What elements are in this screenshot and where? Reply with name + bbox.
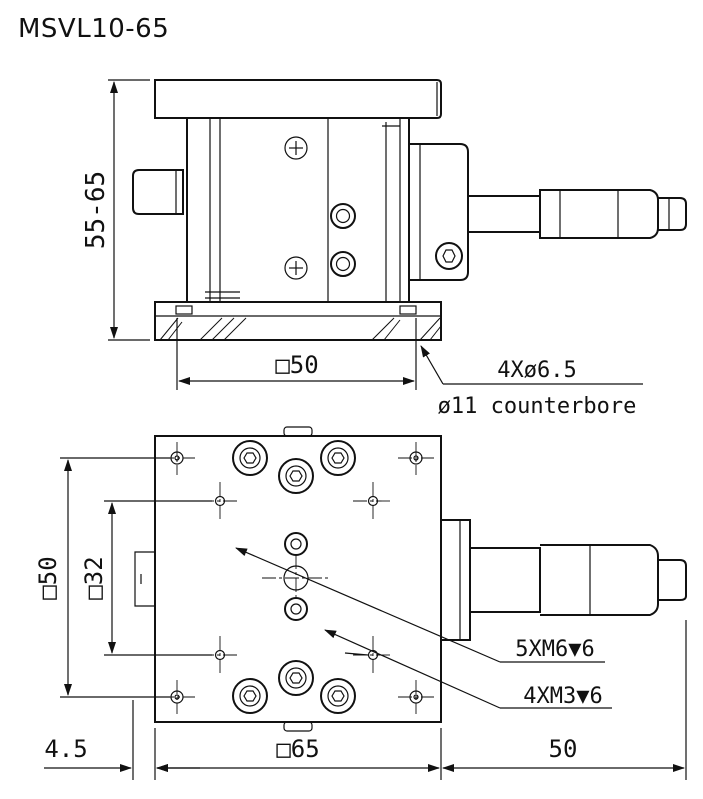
base-square-label: □50 [275, 351, 318, 379]
centre-lines [160, 442, 434, 714]
section-hatch [159, 317, 442, 341]
plate-width-label: □65 [276, 735, 319, 763]
lock-knob [132, 169, 184, 215]
socket-screw-icon [278, 660, 314, 696]
hole-spacing-dimension: □32 [80, 500, 212, 656]
top-view [134, 426, 687, 732]
socket-screw-icon [232, 440, 268, 476]
height-range-label: 55-65 [81, 171, 111, 249]
hole-spec-line-1: 4Xø6.5 [497, 358, 576, 383]
drawing-title: MSVL10-65 [18, 14, 170, 44]
bottom-dimensions: 4.5 □65 50 [44, 620, 687, 780]
screw-icon [284, 256, 308, 280]
micrometer-extension-label: 50 [549, 735, 578, 763]
micrometer-head [409, 143, 687, 281]
plate-square-label: □50 [34, 556, 62, 599]
hole-callout: 4Xø6.5 ø11 counterbore [420, 345, 643, 419]
socket-screw-icon [320, 440, 356, 476]
m3-callout-label: 4XM3▼6 [523, 684, 602, 709]
m6-callout-label: 5XM6▼6 [515, 637, 594, 662]
plate-height-dimension: □50 [34, 457, 170, 698]
socket-screw-icon [232, 678, 268, 714]
top-plate [154, 79, 442, 119]
socket-screw-icon [330, 203, 356, 229]
left-offset-label: 4.5 [44, 735, 87, 763]
stage-top-plate [154, 435, 442, 723]
socket-screw-icon [320, 678, 356, 714]
base-plate [154, 301, 442, 341]
side-view [132, 79, 687, 341]
socket-screw-icon [278, 458, 314, 494]
hole-spacing-label: □32 [80, 556, 108, 599]
socket-screw-icon [330, 251, 356, 277]
hole-spec-line-2: ø11 counterbore [438, 394, 637, 419]
screw-icon [284, 136, 308, 160]
height-dimension: 55-65 [81, 79, 150, 341]
tapped-hole-callouts: 5XM6▼6 4XM3▼6 [235, 547, 612, 709]
base-width-dimension: □50 [176, 318, 417, 390]
